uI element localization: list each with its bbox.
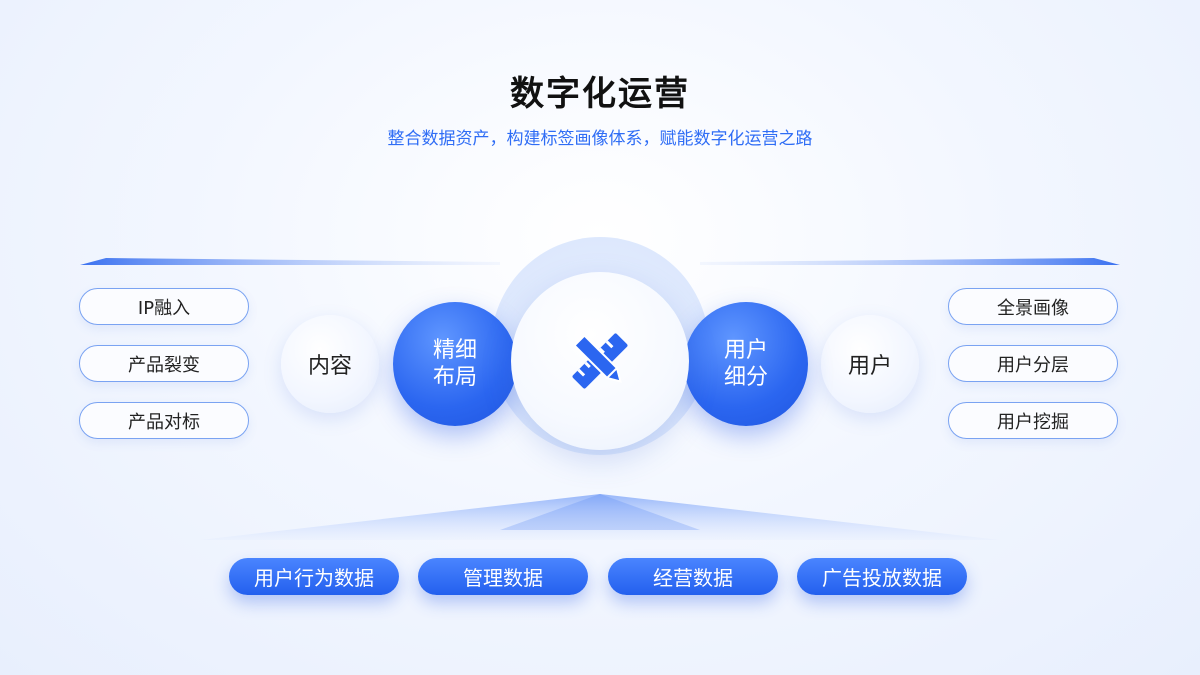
ruler-pencil-icon [572,333,628,389]
content-circle[interactable]: 内容 [281,315,379,413]
right-pill-panorama[interactable]: 全景画像 [948,288,1118,325]
page-subtitle: 整合数据资产，构建标签画像体系，赋能数字化运营之路 [387,129,813,149]
fine-layout-line1: 精细 [432,338,477,363]
left-pill-product-benchmark[interactable]: 产品对标 [79,402,249,439]
center-circle[interactable] [511,272,689,450]
left-pill-product-fission[interactable]: 产品裂变 [79,345,249,382]
fine-layout-circle[interactable]: 精细 布局 [393,302,517,426]
bottom-pill-management[interactable]: 管理数据 [418,558,588,595]
bottom-pill-ad-delivery[interactable]: 广告投放数据 [797,558,967,595]
left-pill-ip[interactable]: IP融入 [79,288,249,325]
fine-layout-line2: 布局 [432,365,477,390]
left-arrow-line [80,258,500,265]
bottom-fan-light [200,494,1000,540]
user-segment-line1: 用户 [723,338,768,363]
user-segment-line2: 细分 [723,365,768,390]
bottom-pill-operation[interactable]: 经营数据 [608,558,778,595]
user-segment-circle[interactable]: 用户 细分 [684,302,808,426]
user-circle[interactable]: 用户 [821,315,919,413]
page-title: 数字化运营 [510,74,690,114]
right-pill-user-mining[interactable]: 用户挖掘 [948,402,1118,439]
right-arrow-line [700,258,1120,265]
bottom-pill-user-behavior[interactable]: 用户行为数据 [229,558,399,595]
right-pill-user-tiering[interactable]: 用户分层 [948,345,1118,382]
